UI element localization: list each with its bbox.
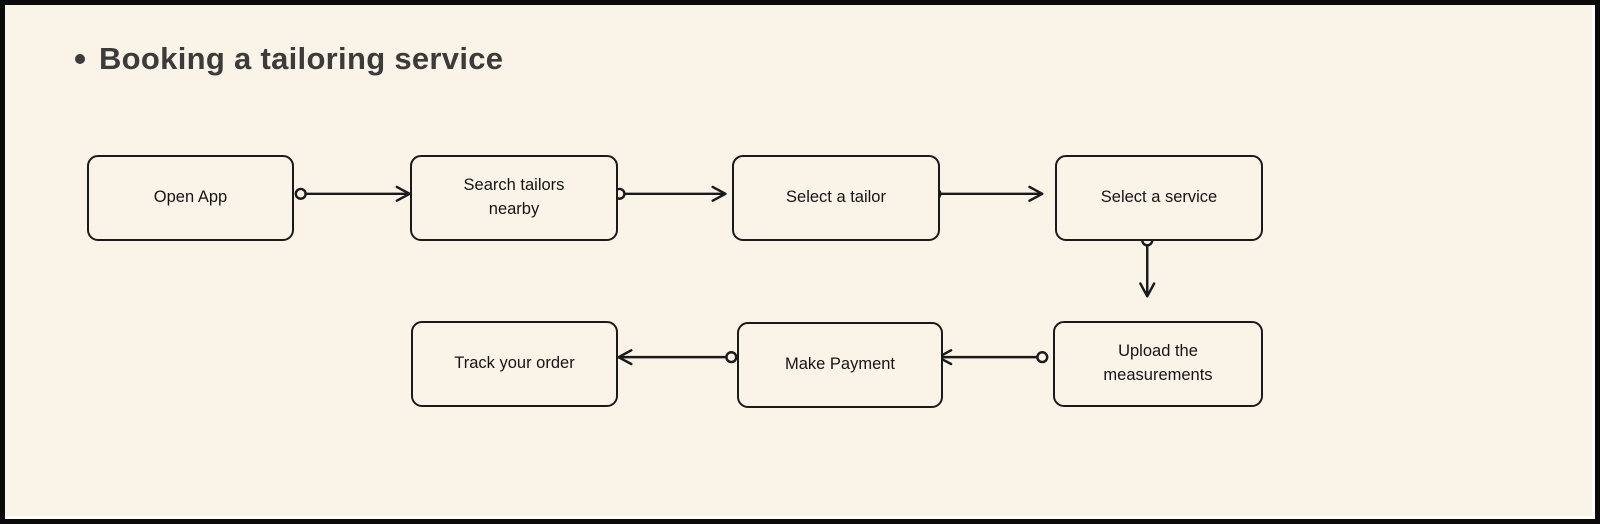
connectors-layer bbox=[294, 185, 1156, 366]
node-select-a-tailor: Select a tailor bbox=[732, 155, 940, 241]
node-make-payment: Make Payment bbox=[737, 322, 943, 408]
edge-search-tailors-nearby-to-select-a-tailor bbox=[613, 185, 727, 202]
node-search-tailors-nearby: Search tailors nearby bbox=[410, 155, 618, 241]
page-title: Booking a tailoring service bbox=[99, 41, 504, 76]
edge-make-payment-to-track-your-order bbox=[617, 349, 738, 366]
title-row: Booking a tailoring service bbox=[75, 41, 503, 77]
node-track-your-order: Track your order bbox=[411, 321, 618, 407]
node-select-a-service: Select a service bbox=[1055, 155, 1263, 241]
edge-open-app-to-search-tailors-nearby bbox=[294, 185, 411, 202]
edge-select-a-service-to-upload-the-measurements bbox=[1139, 234, 1156, 298]
edge-select-a-tailor-to-select-a-service bbox=[929, 185, 1044, 202]
node-open-app: Open App bbox=[87, 155, 294, 241]
bullet-icon bbox=[75, 54, 85, 64]
node-upload-the-measurements: Upload the measurements bbox=[1053, 321, 1263, 407]
edge-upload-the-measurements-to-make-payment bbox=[937, 349, 1049, 366]
